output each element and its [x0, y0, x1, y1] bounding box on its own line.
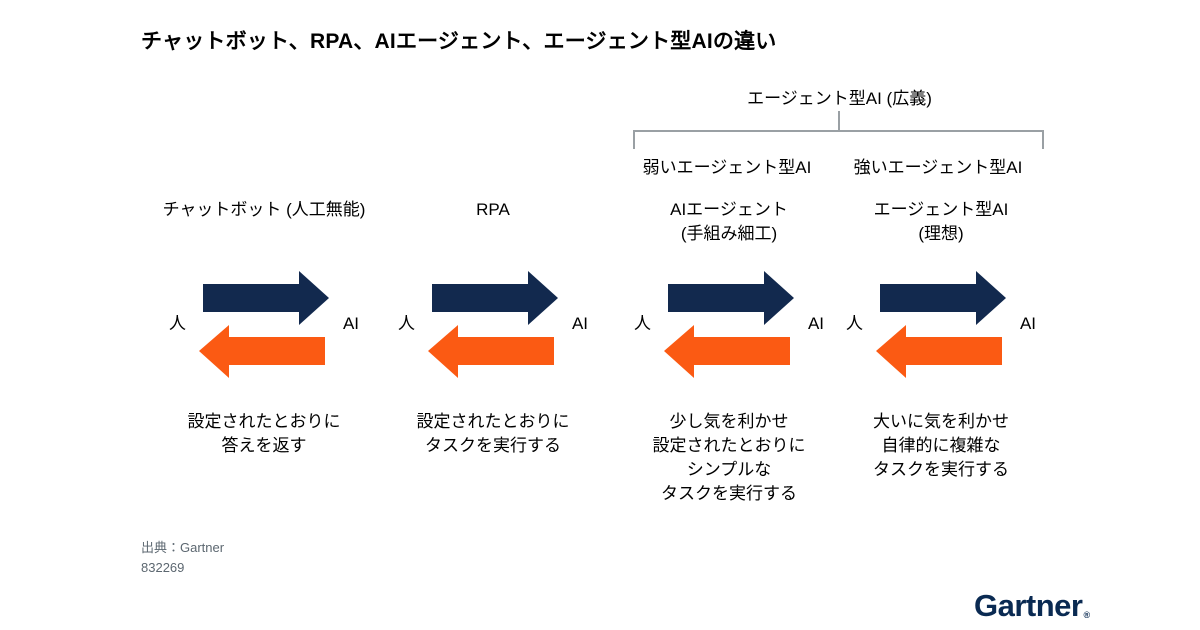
- ai-to-human-arrow-icon: [199, 325, 325, 378]
- gartner-logo-text: Gartner: [974, 588, 1083, 623]
- column-agentic-ai: エージェント型AI (理想) 人 AI 大いに気を利かせ 自律的に複雑な タスク…: [836, 198, 1046, 482]
- human-label: 人: [398, 314, 415, 333]
- document-id: 832269: [141, 560, 185, 575]
- column-header: AIエージェント (手組み細工): [670, 200, 788, 243]
- column-chatbot: チャットボット (人工無能) 人 AI 設定されたとおりに 答えを返す: [159, 198, 369, 458]
- taxonomy-root-label: エージェント型AI (広義): [747, 89, 932, 108]
- ai-to-human-arrow-icon: [876, 325, 1002, 378]
- column-description: 大いに気を利かせ 自律的に複雑な タスクを実行する: [873, 412, 1009, 479]
- ai-label: AI: [571, 314, 588, 333]
- ai-to-human-arrow-icon: [664, 325, 790, 378]
- column-rpa: RPA 人 AI 設定されたとおりに タスクを実行する: [388, 198, 598, 458]
- registered-mark-icon: ®: [1083, 610, 1090, 620]
- human-label: 人: [634, 314, 651, 333]
- human-to-ai-arrow-icon: [432, 271, 558, 325]
- column-description: 少し気を利かせ 設定されたとおりに シンプルな タスクを実行する: [652, 412, 806, 503]
- bracket-line: [633, 130, 1044, 149]
- column-ai-agent: AIエージェント (手組み細工) 人 AI 少し気を利かせ 設定されたとおりに …: [624, 198, 834, 506]
- human-label: 人: [169, 314, 186, 333]
- ai-to-human-arrow-icon: [428, 325, 554, 378]
- page-title: チャットボット、RPA、AIエージェント、エージェント型AIの違い: [141, 30, 777, 53]
- taxonomy-weak-label: 弱いエージェント型AI: [642, 158, 812, 177]
- column-header: エージェント型AI (理想): [873, 200, 1009, 243]
- taxonomy-strong-label: 強いエージェント型AI: [853, 158, 1023, 177]
- gartner-logo: Gartner®: [974, 588, 1090, 624]
- ai-label: AI: [1019, 314, 1036, 333]
- human-ai-exchange: 人 AI: [836, 270, 1046, 378]
- human-label: 人: [846, 314, 863, 333]
- bracket-stem-line: [838, 111, 840, 130]
- ai-label: AI: [807, 314, 824, 333]
- human-ai-exchange: 人 AI: [388, 270, 598, 378]
- human-to-ai-arrow-icon: [203, 271, 329, 325]
- column-header: チャットボット (人工無能): [162, 200, 366, 219]
- human-to-ai-arrow-icon: [668, 271, 794, 325]
- column-description: 設定されたとおりに タスクを実行する: [416, 412, 570, 455]
- human-to-ai-arrow-icon: [880, 271, 1006, 325]
- source-note: 出典：Gartner: [141, 540, 225, 555]
- column-header: RPA: [476, 200, 510, 219]
- human-ai-exchange: 人 AI: [624, 270, 834, 378]
- human-ai-exchange: 人 AI: [159, 270, 369, 378]
- column-description: 設定されたとおりに 答えを返す: [187, 412, 341, 455]
- ai-label: AI: [342, 314, 359, 333]
